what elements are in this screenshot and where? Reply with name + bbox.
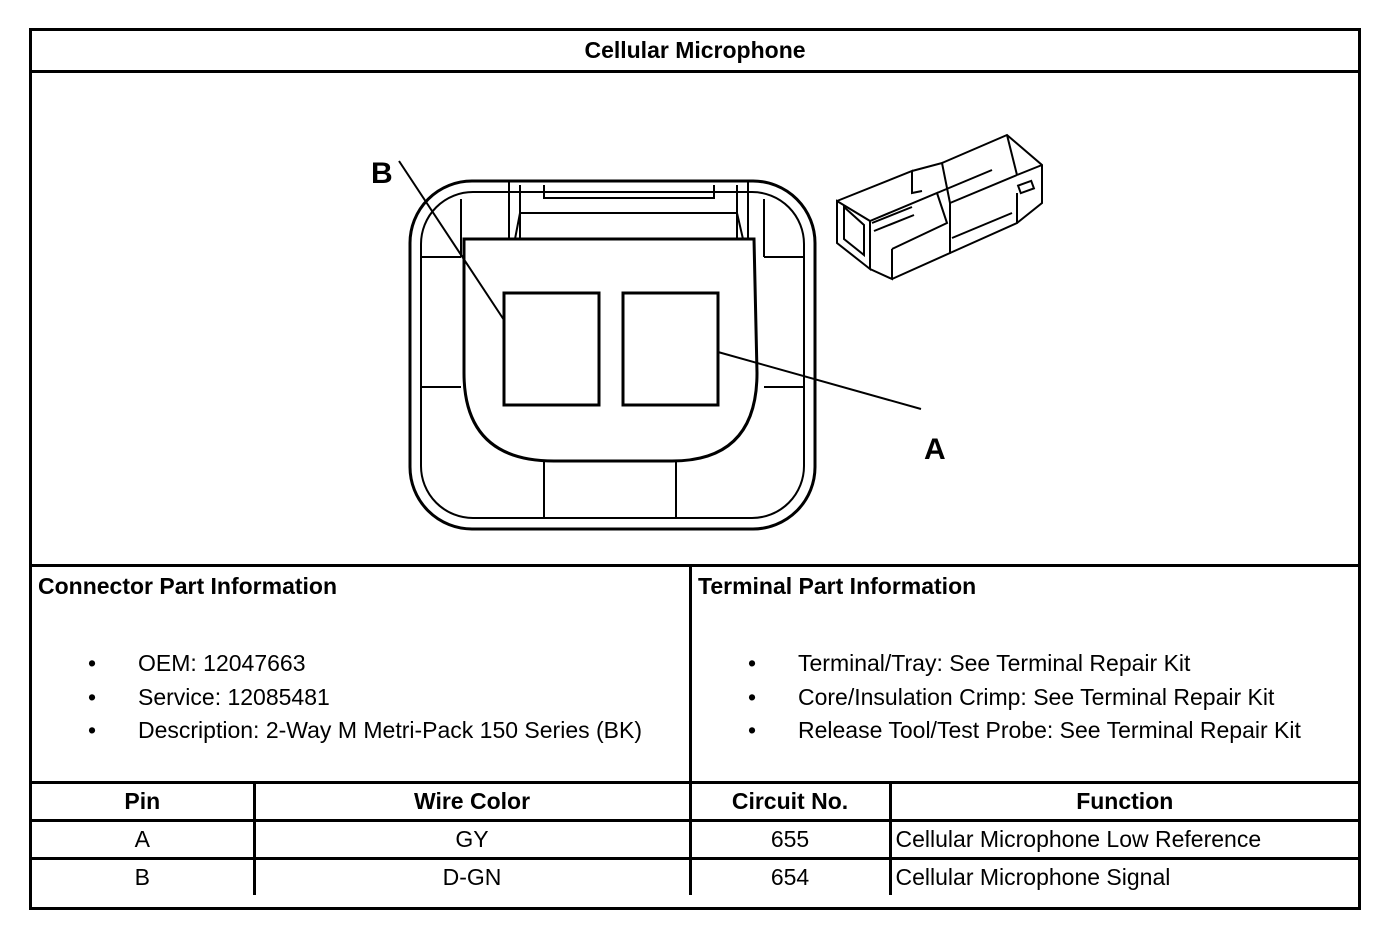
connector-info-heading: Connector Part Information	[38, 573, 338, 599]
sheet-title: Cellular Microphone	[32, 31, 1358, 73]
terminal-cavity-outline	[462, 237, 759, 463]
terminal-part-information: Terminal Part Information • Terminal/Tray…	[692, 567, 1358, 781]
connector-info-list: • OEM: 12047663 • Service: 12085481 • Descr…	[82, 647, 642, 748]
table-header-row: Pin Wire Color Circuit No. Function	[32, 784, 1358, 822]
list-item: • Terminal/Tray: See Terminal Repair Kit	[742, 647, 1301, 681]
circuit-number-cell: 654	[688, 857, 892, 895]
list-item: • Release Tool/Test Probe: See Terminal R…	[742, 714, 1301, 748]
connector-end-view-sheet: Cellular Microphone B A	[29, 28, 1361, 910]
latch-tab	[543, 185, 715, 199]
wire-color-cell: GY	[252, 819, 692, 860]
bullet-icon: •	[88, 683, 97, 710]
callout-a: A	[924, 433, 946, 466]
terminal-cavity-a	[621, 291, 720, 407]
connector-housing-inner-edge	[420, 191, 805, 519]
connector-description: Description: 2-Way M Metri-Pack 150 Seri…	[138, 717, 643, 743]
table-row: B D-GN 654 Cellular Microphone Signal	[32, 857, 1358, 895]
connector-isometric-illustration	[836, 133, 1043, 281]
latch-ramp	[514, 212, 744, 240]
part-information-row: Connector Part Information • OEM: 1204766…	[32, 567, 1358, 784]
pin-cell: A	[32, 819, 256, 860]
leader-line-a	[717, 351, 922, 410]
table-row: A GY 655 Cellular Microphone Low Referen…	[32, 819, 1358, 860]
list-item: • Description: 2-Way M Metri-Pack 150 Ser…	[82, 714, 642, 748]
connector-oem: OEM: 12047663	[138, 650, 306, 676]
side-rib-upper	[460, 199, 765, 257]
connector-service: Service: 12085481	[138, 683, 330, 710]
circuit-number-cell: 655	[688, 819, 892, 860]
terminal-tray: Terminal/Tray: See Terminal Repair Kit	[798, 650, 1191, 676]
terminal-info-list: •Terminal/Tray: See Terminal Repair Kit …	[742, 647, 1301, 748]
core-insulation-crimp: Core/Insulation Crimp: See Terminal Repa…	[798, 683, 1275, 710]
terminal-info-heading: Terminal Part Information	[698, 573, 977, 599]
bullet-icon: •	[748, 717, 757, 743]
list-item: • OEM: 12047663	[82, 647, 642, 681]
leader-line-b	[398, 160, 505, 321]
bullet-icon: •	[88, 717, 97, 743]
list-item: • Core/Insulation Crimp: See Terminal Rep…	[742, 681, 1301, 715]
column-header-pin: Pin	[32, 784, 256, 822]
list-item: • Service: 12085481	[82, 681, 642, 715]
connector-face-diagram: B A	[371, 133, 1043, 531]
column-header-function: Function	[888, 784, 1358, 822]
function-cell: Cellular Microphone Signal	[888, 857, 1358, 895]
pin-table: Pin Wire Color Circuit No. Function A GY…	[32, 784, 1358, 895]
column-header-circuit-no: Circuit No.	[688, 784, 892, 822]
bullet-icon: •	[748, 683, 757, 710]
side-rib-ticks	[421, 256, 804, 388]
connector-housing-outline	[408, 179, 817, 531]
bullet-icon: •	[88, 650, 97, 676]
release-tool-test-probe: Release Tool/Test Probe: See Terminal Re…	[798, 717, 1301, 743]
wire-color-cell: D-GN	[252, 857, 692, 895]
terminal-cavity-b	[502, 291, 601, 407]
latch-outline	[508, 180, 749, 239]
callout-b: B	[371, 157, 393, 190]
connector-part-information: Connector Part Information • OEM: 1204766…	[32, 567, 692, 781]
bottom-rib	[543, 461, 677, 517]
connector-drawing-area: B A	[32, 73, 1358, 567]
pin-cell: B	[32, 857, 256, 895]
function-cell: Cellular Microphone Low Reference	[888, 819, 1358, 860]
column-header-wire-color: Wire Color	[252, 784, 692, 822]
bullet-icon: •	[748, 650, 757, 676]
